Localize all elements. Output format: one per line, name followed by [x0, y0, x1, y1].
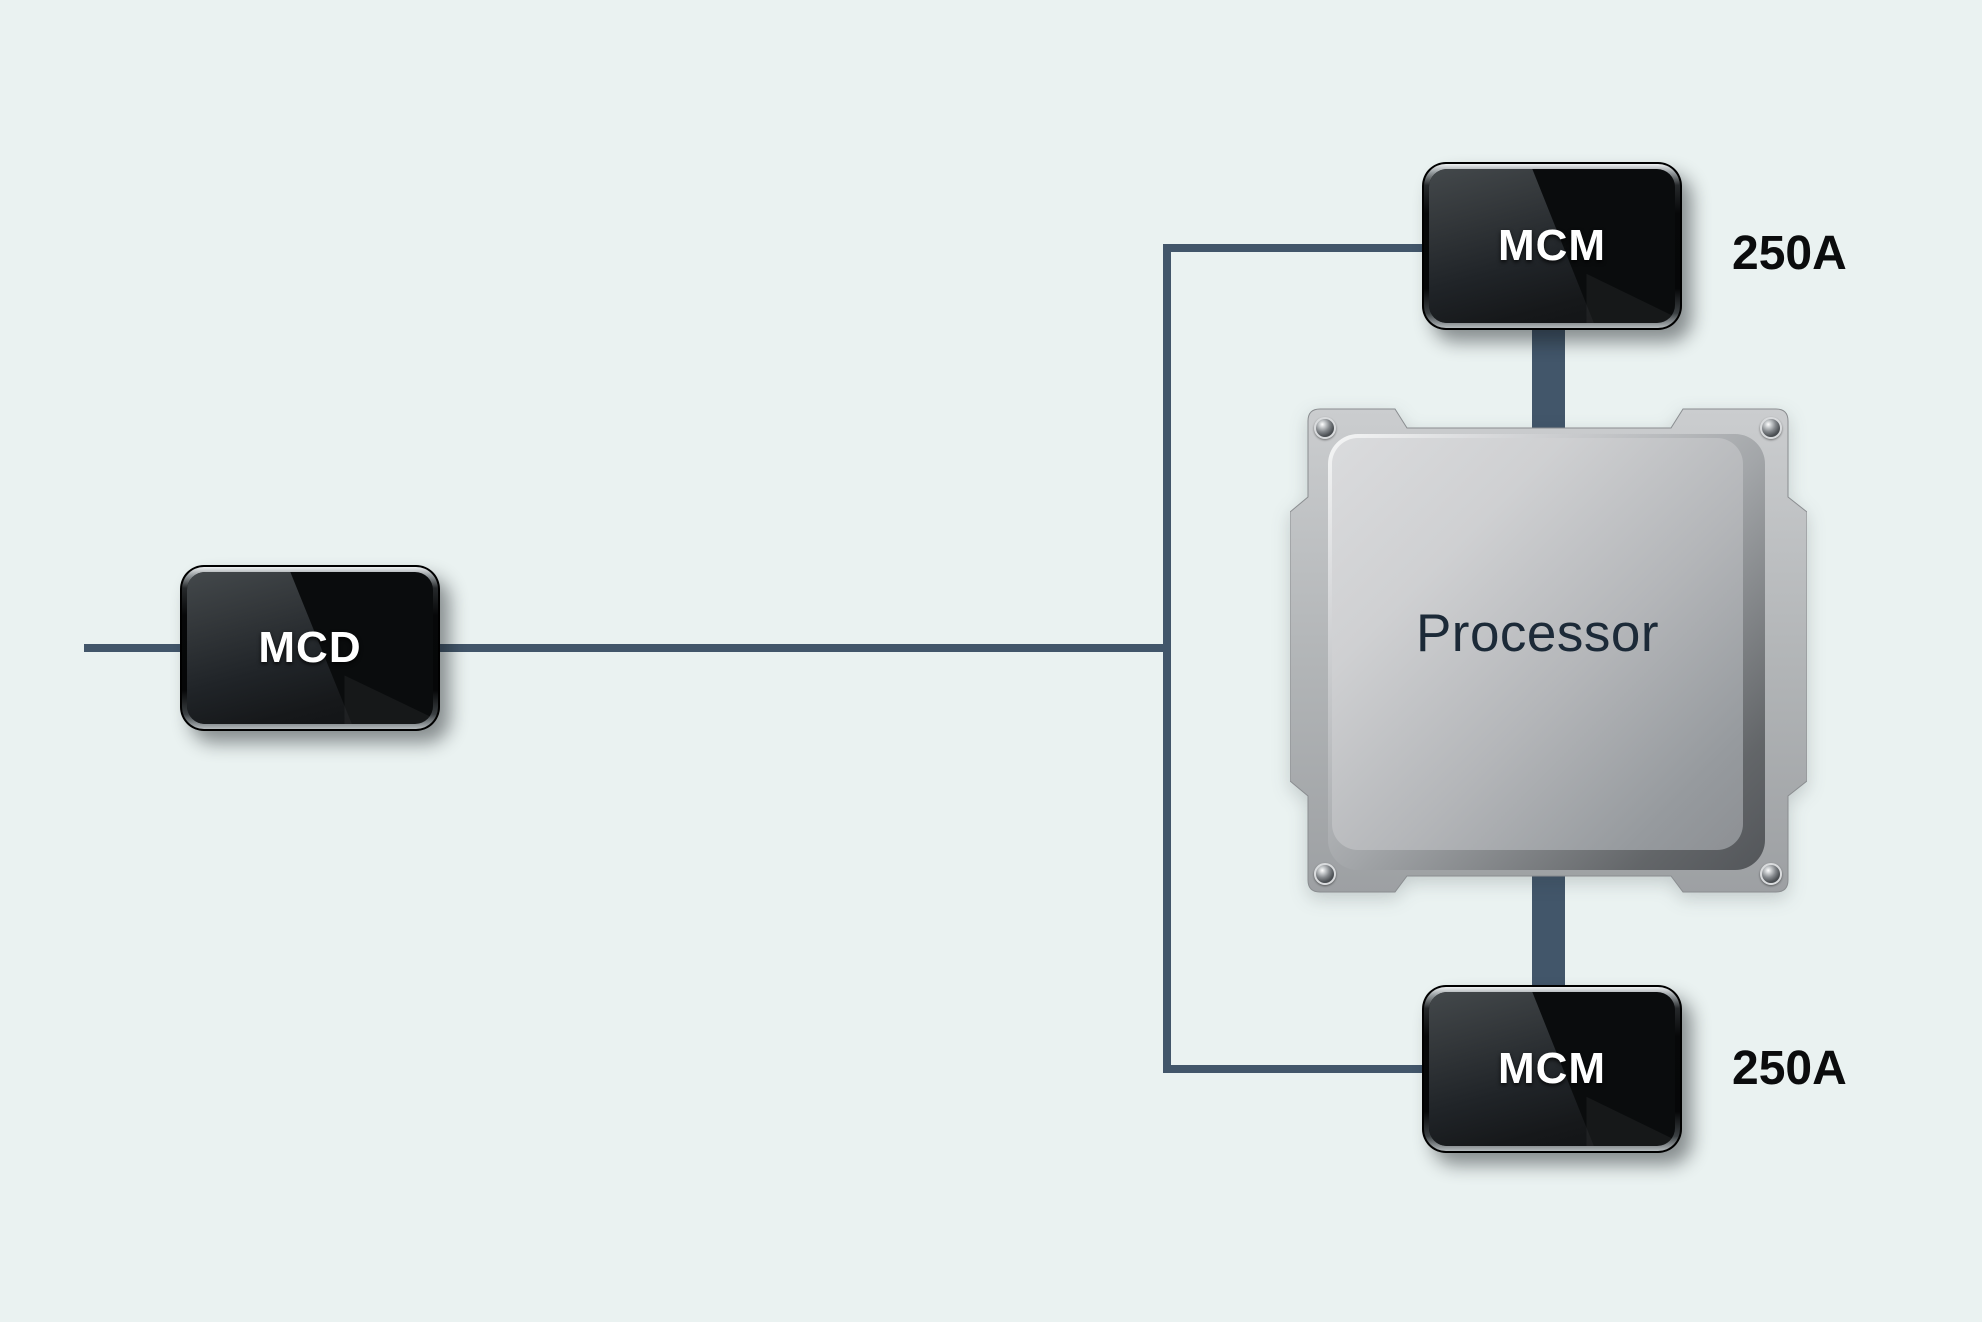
- bus-line-branch-bottom: [1163, 1065, 1423, 1073]
- mcm-bottom-rating-label: 250A: [1732, 1042, 1847, 1095]
- screw-icon: [1314, 417, 1336, 439]
- mcd-block: MCD: [180, 565, 440, 731]
- bus-line-branch-top: [1163, 244, 1423, 252]
- processor-die: Processor: [1332, 438, 1743, 850]
- mcd-face: [187, 572, 433, 724]
- link-processor-mcm-bottom: [1532, 872, 1565, 992]
- bus-line-main-horizontal: [84, 644, 1171, 652]
- mcm-top-block: MCM: [1422, 162, 1682, 330]
- processor-package: Processor: [1290, 406, 1807, 894]
- mcm-bottom-label: MCM: [1497, 1044, 1607, 1093]
- mcd-label: MCD: [258, 623, 362, 672]
- screw-icon: [1760, 863, 1782, 885]
- bus-line-trunk-vertical: [1163, 244, 1171, 1073]
- mcm-face: [1429, 169, 1675, 323]
- mcm-face: [1429, 992, 1675, 1146]
- processor-label: Processor: [1415, 603, 1660, 663]
- mcm-top-label: MCM: [1497, 221, 1607, 270]
- link-mcm-top-processor: [1532, 326, 1565, 432]
- screw-icon: [1314, 863, 1336, 885]
- mcm-top-rating-label: 250A: [1732, 227, 1847, 280]
- screw-icon: [1760, 417, 1782, 439]
- mcm-bottom-block: MCM: [1422, 985, 1682, 1153]
